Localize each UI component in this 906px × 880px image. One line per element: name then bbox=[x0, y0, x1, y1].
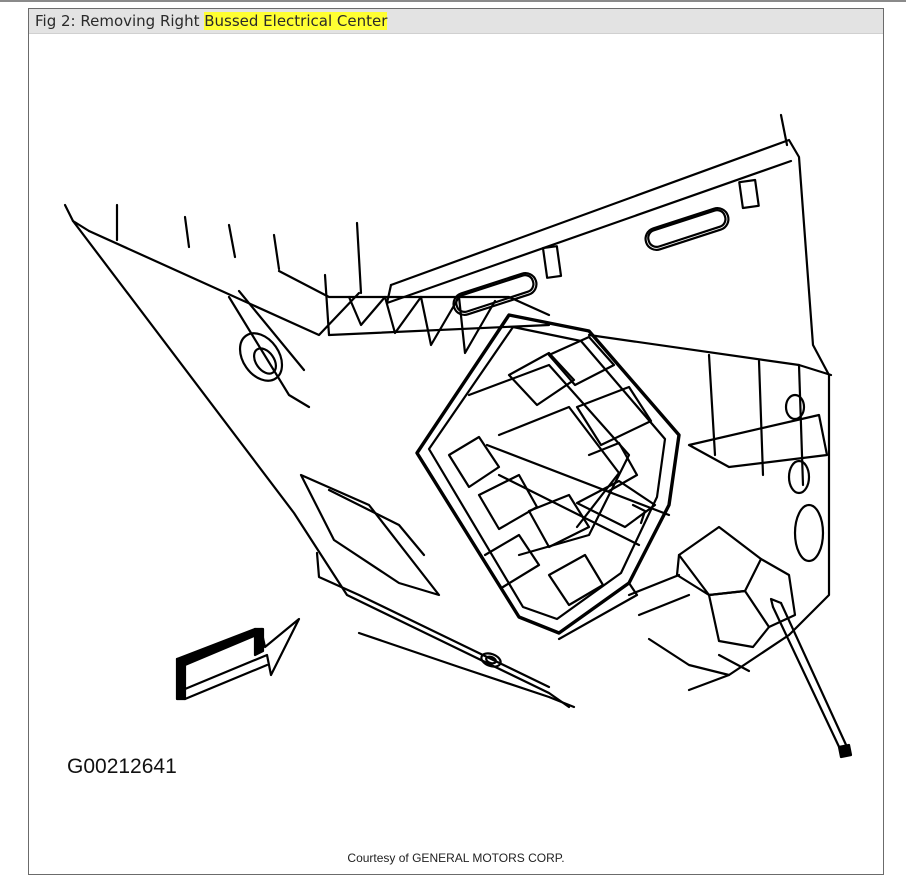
bussed-electrical-center-illustration bbox=[63, 113, 853, 759]
caption-highlight: Bussed Electrical Center bbox=[204, 12, 388, 30]
caption-prefix: Fig 2: Removing Right bbox=[35, 12, 205, 30]
figure-credit: Courtesy of GENERAL MOTORS CORP. bbox=[347, 851, 565, 865]
direction-arrow-icon bbox=[175, 617, 301, 701]
electrical-center-module bbox=[415, 313, 681, 641]
figure-caption: Fig 2: Removing Right Bussed Electrical … bbox=[29, 9, 883, 34]
figure-frame: Fig 2: Removing Right Bussed Electrical … bbox=[28, 8, 884, 875]
figure-reference-id: G00212641 bbox=[67, 755, 177, 778]
harness-connector bbox=[627, 525, 853, 759]
bracket-ridge bbox=[277, 269, 551, 355]
mounting-bracket bbox=[63, 203, 576, 709]
side-panel bbox=[385, 113, 833, 692]
page-top-edge bbox=[0, 0, 906, 6]
